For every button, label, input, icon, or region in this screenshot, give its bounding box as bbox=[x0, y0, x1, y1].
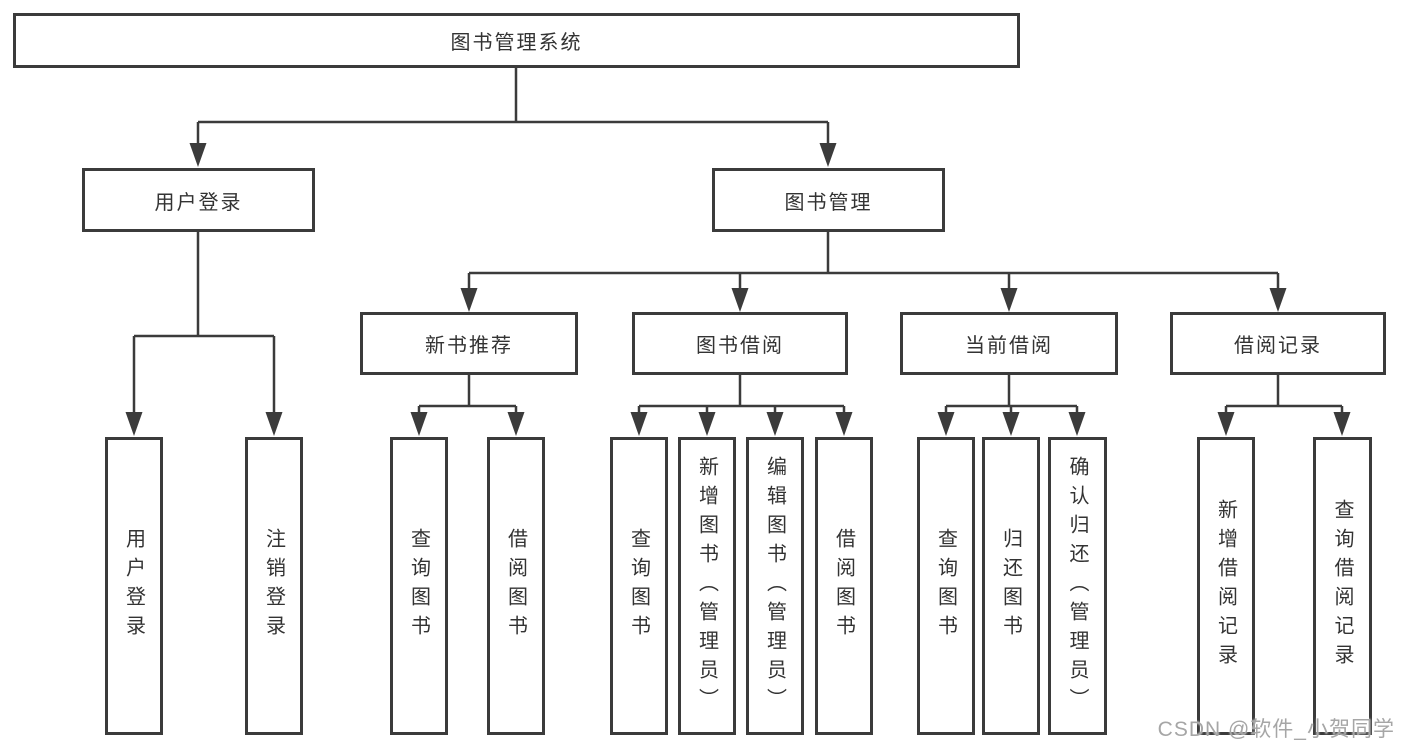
connector-borrowing-to-leaves bbox=[637, 375, 846, 413]
leaf-query-borrow-record: 查询借阅记录 bbox=[1313, 437, 1372, 735]
node-label: 图书管理 bbox=[784, 191, 873, 214]
leaf-label: 借阅图书 bbox=[832, 528, 855, 644]
node-library-management-system: 图书管理系统 bbox=[13, 13, 1020, 68]
connector-records-to-leaves bbox=[1224, 375, 1344, 413]
node-current-borrowing: 当前借阅 bbox=[900, 312, 1118, 375]
connector-newbook-to-leaves bbox=[417, 375, 518, 413]
leaf-confirm-return-admin: 确认归还（管理员） bbox=[1048, 437, 1107, 735]
leaf-label: 查询图书 bbox=[934, 528, 957, 644]
connector-root-to-level2 bbox=[196, 68, 830, 144]
leaf-label: 注销登录 bbox=[262, 528, 285, 644]
leaf-query-books-recommend: 查询图书 bbox=[390, 437, 448, 735]
leaf-label: 查询借阅记录 bbox=[1331, 499, 1353, 673]
leaf-borrow-books-recommend: 借阅图书 bbox=[487, 437, 545, 735]
node-label: 借阅记录 bbox=[1234, 335, 1322, 357]
leaf-label: 新增图书（管理员） bbox=[695, 455, 718, 717]
leaf-label: 用户登录 bbox=[122, 528, 145, 644]
connector-userlogin-to-leaves bbox=[132, 232, 276, 413]
node-label: 用户登录 bbox=[154, 191, 243, 214]
leaf-add-book-admin: 新增图书（管理员） bbox=[678, 437, 736, 735]
leaf-query-books-current: 查询图书 bbox=[917, 437, 975, 735]
node-book-borrowing: 图书借阅 bbox=[632, 312, 848, 375]
csdn-watermark: CSDN @软件_小贺同学 bbox=[1157, 718, 1395, 741]
connector-bookmgmt-to-level3 bbox=[467, 232, 1280, 289]
leaf-borrow-books-borrowing: 借阅图书 bbox=[815, 437, 873, 735]
arrowheads bbox=[125, 143, 1351, 436]
node-label: 新书推荐 bbox=[425, 335, 513, 357]
leaf-edit-book-admin: 编辑图书（管理员） bbox=[746, 437, 804, 735]
leaf-label: 编辑图书（管理员） bbox=[763, 455, 786, 717]
connector-current-to-leaves bbox=[944, 375, 1079, 413]
node-user-login: 用户登录 bbox=[82, 168, 315, 232]
leaf-user-login: 用户登录 bbox=[105, 437, 163, 735]
leaf-label: 查询图书 bbox=[407, 528, 430, 644]
node-new-book-recommendation: 新书推荐 bbox=[360, 312, 578, 375]
leaf-label: 借阅图书 bbox=[504, 528, 527, 644]
node-borrowing-records: 借阅记录 bbox=[1170, 312, 1386, 375]
leaf-label: 新增借阅记录 bbox=[1214, 499, 1237, 673]
leaf-query-books-borrowing: 查询图书 bbox=[610, 437, 668, 735]
node-book-management: 图书管理 bbox=[712, 168, 945, 232]
leaf-return-books: 归还图书 bbox=[982, 437, 1040, 735]
leaf-label: 查询图书 bbox=[627, 528, 650, 644]
node-label: 图书借阅 bbox=[696, 335, 784, 357]
leaf-logout: 注销登录 bbox=[245, 437, 303, 735]
node-label: 图书管理系统 bbox=[450, 32, 583, 54]
leaf-add-borrow-record: 新增借阅记录 bbox=[1197, 437, 1255, 735]
node-label: 当前借阅 bbox=[965, 335, 1053, 357]
leaf-label: 确认归还（管理员） bbox=[1066, 455, 1088, 717]
leaf-label: 归还图书 bbox=[999, 528, 1022, 644]
